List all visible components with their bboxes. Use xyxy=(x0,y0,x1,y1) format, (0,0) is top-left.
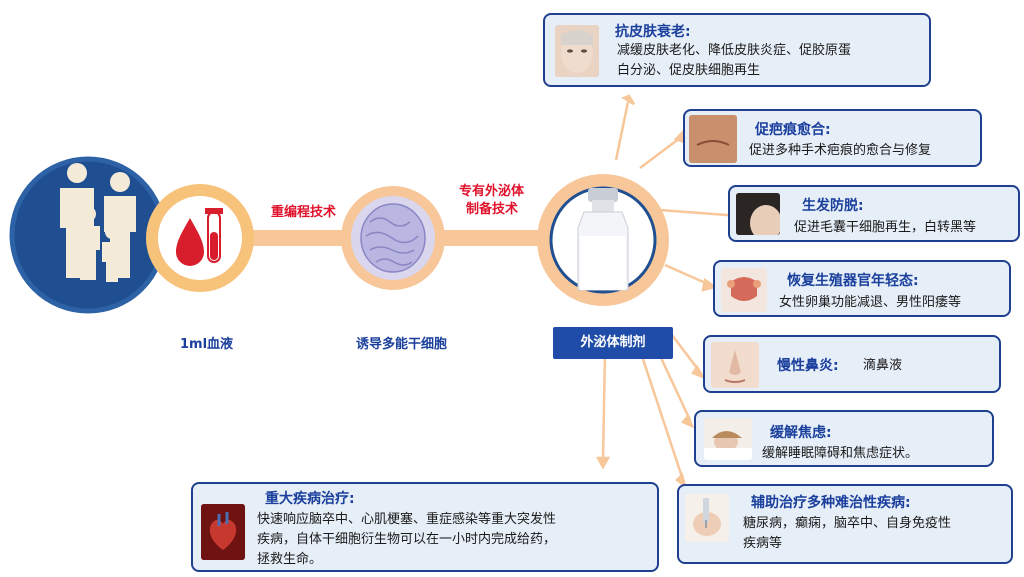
hair-growth-title: 生发防脱: xyxy=(802,198,864,214)
refractory-disease-box: 辅助治疗多种难治性疾病: 糖尿病，癫痫，脑卒中、自身免疫性 疾病等 xyxy=(677,484,1013,564)
reproductive-desc: 女性卵巢功能减退、男性阳痿等 xyxy=(779,295,962,310)
exosome-circle xyxy=(537,174,669,306)
exosome-preparation-badge: 外泌体制剂 xyxy=(553,327,673,359)
anxiety-title: 缓解焦虑: xyxy=(770,425,832,441)
family-icon xyxy=(60,163,136,282)
major-disease-desc-line1: 快速响应脑卒中、心肌梗塞、重症感染等重大突发性 xyxy=(257,512,557,527)
blood-circle xyxy=(146,184,254,292)
refractory-disease-desc-line2: 疾病等 xyxy=(743,536,783,551)
reproductive-title: 恢复生殖器官年轻态: xyxy=(787,273,919,289)
vial-icon xyxy=(577,188,629,291)
anti-aging-desc-line1: 减缓皮肤老化、降低皮肤炎症、促胶原蛋 xyxy=(617,43,852,58)
reproductive-box: 恢复生殖器官年轻态: 女性卵巢功能减退、男性阳痿等 xyxy=(713,260,1011,317)
scar-healing-desc: 促进多种手术疤痕的愈合与修复 xyxy=(749,143,932,158)
major-disease-desc-line3: 拯救生命。 xyxy=(257,552,323,567)
blood-label: 1ml血液 xyxy=(180,337,234,352)
scar-healing-title: 促疤痕愈合: xyxy=(755,122,831,138)
hair-growth-box: 生发防脱: 促进毛囊干细胞再生，白转黑等 xyxy=(728,185,1020,242)
ipsc-circle xyxy=(341,186,445,290)
rhinitis-box: 慢性鼻炎: 滴鼻液 xyxy=(703,335,1001,393)
hair-growth-desc: 促进毛囊干细胞再生，白转黑等 xyxy=(794,220,977,235)
family-circle xyxy=(9,156,167,314)
sleep-thumbnail-icon xyxy=(704,418,752,460)
nose-thumbnail-icon xyxy=(711,342,759,388)
major-disease-desc-line2: 疾病，自体干细胞衍生物可以在一小时内完成给药， xyxy=(257,532,557,547)
anxiety-desc: 缓解睡眠障碍和焦虑症状。 xyxy=(762,446,919,461)
rhinitis-desc: 滴鼻液 xyxy=(863,358,903,373)
anti-aging-desc-line2: 白分泌、促皮肤细胞再生 xyxy=(617,63,761,78)
refractory-disease-title: 辅助治疗多种难治性疾病: xyxy=(751,495,911,511)
heart-thumbnail-icon xyxy=(201,504,245,560)
connector-bar-2 xyxy=(420,230,570,246)
major-disease-box: 重大疾病治疗: 快速响应脑卒中、心肌梗塞、重症感染等重大突发性 疾病，自体干细胞… xyxy=(191,482,659,572)
blood-drop-icon xyxy=(176,208,223,266)
exosome-tech-label-line2: 制备技术 xyxy=(466,202,519,217)
face-thumbnail-icon xyxy=(555,25,599,77)
injection-thumbnail-icon xyxy=(685,494,729,542)
organ-thumbnail-icon xyxy=(721,268,767,312)
refractory-disease-desc-line1: 糖尿病，癫痫，脑卒中、自身免疫性 xyxy=(743,516,952,531)
exosome-tech-label-line1: 专有外泌体 xyxy=(459,184,525,199)
anti-aging-box: 抗皮肤衰老: 减缓皮肤老化、降低皮肤炎症、促胶原蛋 白分泌、促皮肤细胞再生 xyxy=(543,13,931,87)
stem-cell-icon xyxy=(360,203,426,273)
major-disease-title: 重大疾病治疗: xyxy=(265,491,355,507)
reprogramming-tech-label: 重编程技术 xyxy=(271,205,337,220)
anxiety-box: 缓解焦虑: 缓解睡眠障碍和焦虑症状。 xyxy=(694,410,994,467)
hair-thumbnail-icon xyxy=(736,193,780,235)
rhinitis-title: 慢性鼻炎: xyxy=(777,358,839,374)
scar-healing-box: 促疤痕愈合: 促进多种手术疤痕的愈合与修复 xyxy=(683,109,982,167)
scar-thumbnail-icon xyxy=(689,115,737,163)
anti-aging-title: 抗皮肤衰老: xyxy=(615,24,691,40)
ipsc-label: 诱导多能干细胞 xyxy=(356,337,448,352)
